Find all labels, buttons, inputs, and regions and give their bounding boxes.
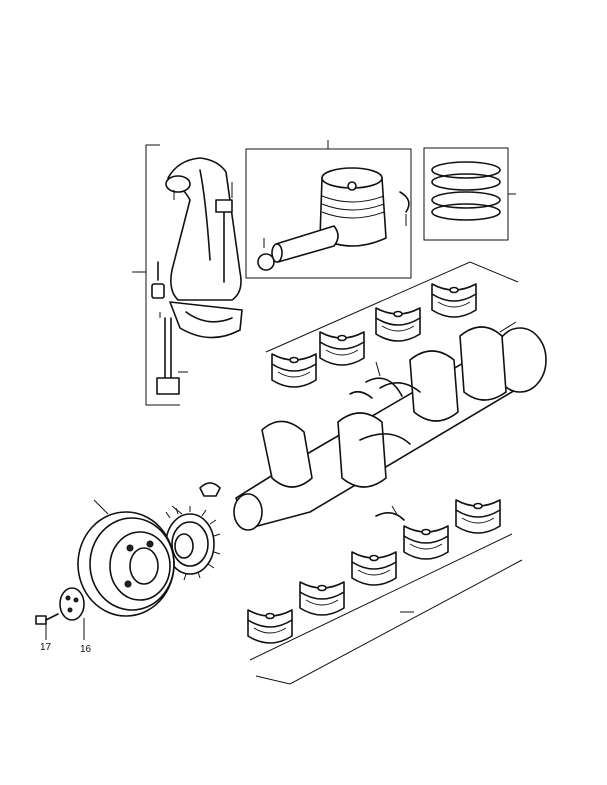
thrust-washer-upper	[365, 377, 403, 397]
callout-17: 17	[40, 642, 52, 653]
crankshaft-pulley	[77, 499, 175, 617]
piston-group	[245, 140, 412, 279]
ring-3	[431, 191, 501, 209]
upper-main-bearings	[0, 0, 519, 388]
bearing-cap	[169, 301, 243, 339]
connecting-rod-bracket	[145, 144, 180, 406]
thrust-washer-lower	[375, 512, 405, 521]
piston-rings-group	[423, 147, 516, 241]
ring-4	[431, 203, 501, 221]
small-end-bush	[165, 175, 191, 193]
ring-1	[431, 161, 501, 179]
crankshaft	[233, 321, 547, 531]
crankshaft-sprocket	[165, 505, 221, 581]
indicator-arrows	[159, 190, 265, 318]
callout-16: 16	[80, 644, 92, 655]
crank-nose	[233, 493, 263, 531]
ring-2	[431, 173, 501, 191]
cap-bolt-head	[156, 377, 180, 395]
rod-bolt	[215, 199, 233, 213]
circlip	[257, 253, 275, 271]
circlip-right	[399, 191, 410, 213]
woodruff-key	[199, 482, 221, 497]
pulley-bolt	[35, 613, 59, 640]
connecting-rod	[167, 157, 242, 301]
pulley-washer	[59, 587, 85, 640]
lower-main-bearings	[247, 499, 523, 685]
dowel	[151, 283, 165, 299]
connecting-rod-group	[132, 144, 243, 406]
gudgeon-pin	[275, 225, 339, 263]
